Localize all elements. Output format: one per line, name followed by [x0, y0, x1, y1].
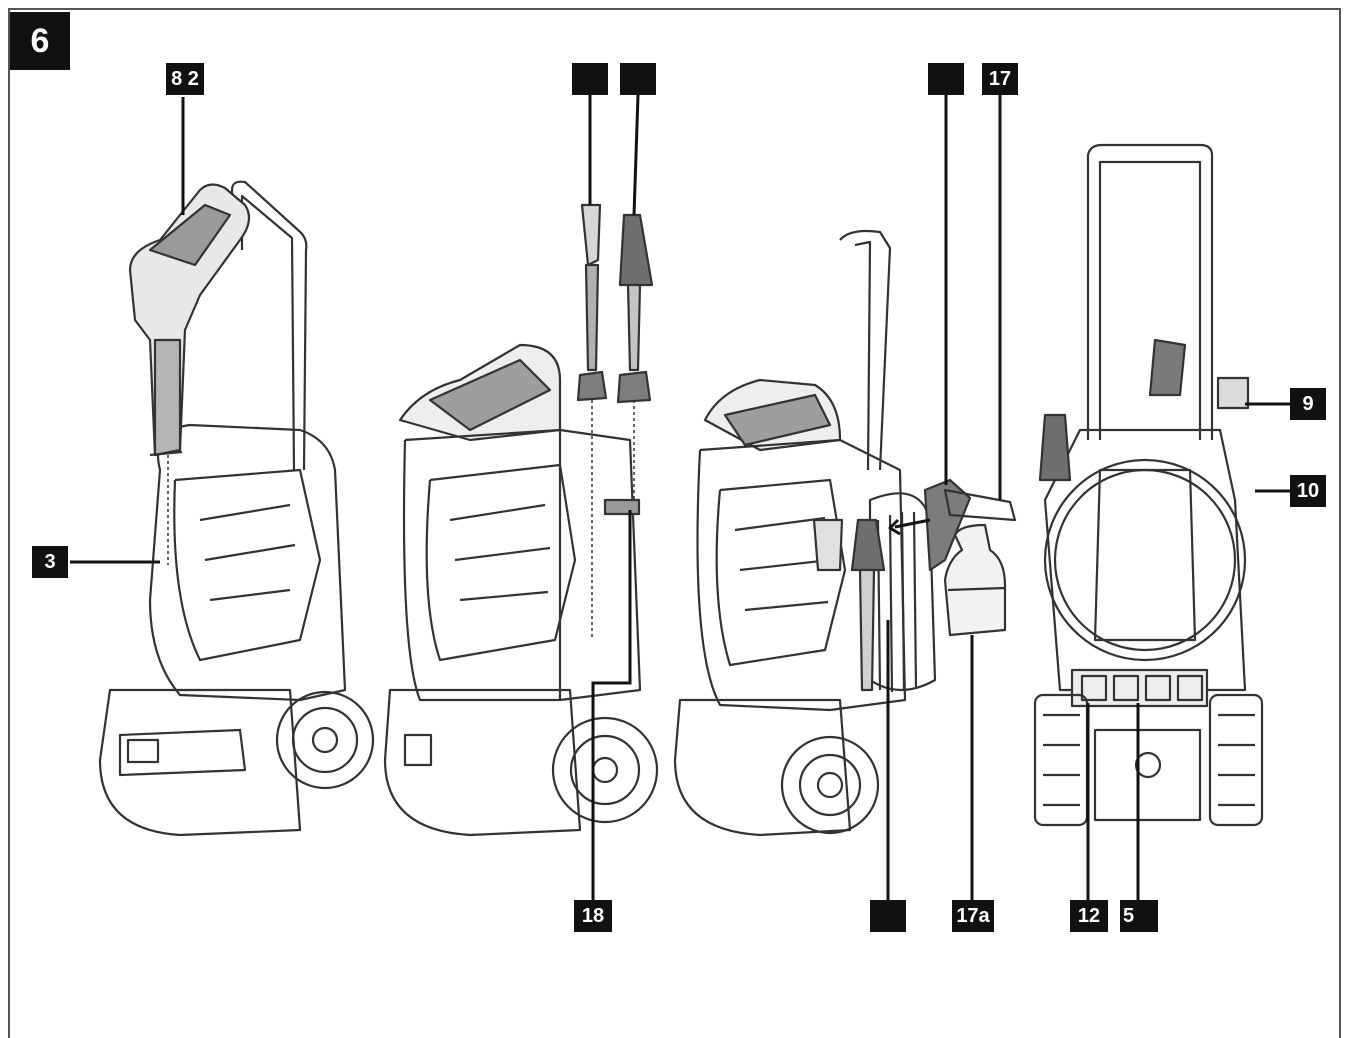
pressure-washer-side-view-with-gun [98, 180, 375, 837]
leader-blank-b [632, 94, 640, 216]
figure-frame [8, 8, 1341, 1038]
pressure-washer-rear-view [1033, 143, 1264, 827]
callout-blank-c [928, 63, 964, 95]
callout-blank-a [572, 63, 608, 95]
callout-10: 10 [1290, 475, 1326, 507]
callout-17a: 17a [952, 900, 994, 932]
pressure-washer-with-lances [383, 203, 659, 837]
leader-18 [591, 510, 632, 900]
figure-number-badge: 6 [10, 12, 70, 70]
callout-9: 9 [1290, 388, 1326, 420]
callout-17: 17 [982, 63, 1018, 95]
callout-18: 18 [574, 900, 612, 932]
leader-lines [70, 94, 1290, 900]
callout-8-2: 8 2 [166, 63, 204, 95]
callout-blank-d [870, 900, 906, 932]
callout-blank-b [620, 63, 656, 95]
callout-5: 5 [1120, 900, 1158, 932]
pressure-washer-with-accessories [673, 229, 1017, 837]
callout-3: 3 [32, 546, 68, 578]
callout-12: 12 [1070, 900, 1108, 932]
